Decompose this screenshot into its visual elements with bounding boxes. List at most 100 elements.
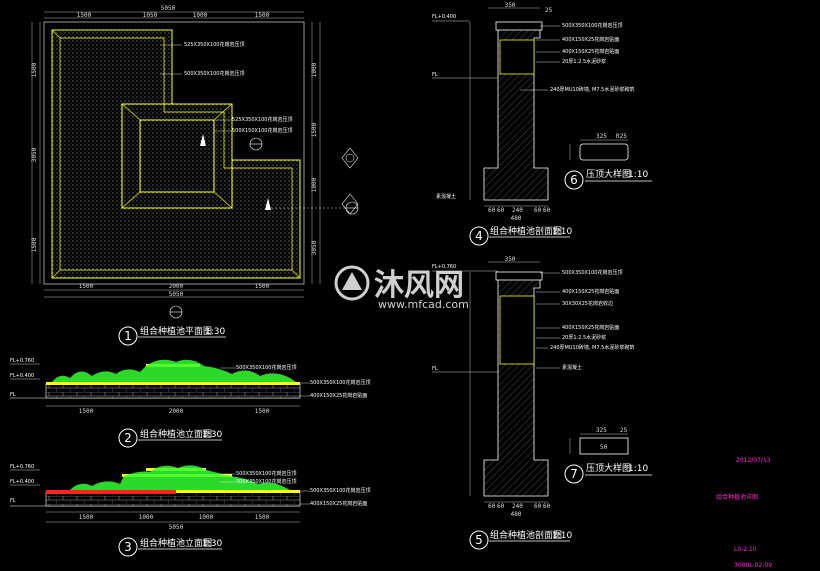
elev2-level-3: FL: [10, 392, 16, 398]
sect5-dim-b2: 60: [497, 503, 505, 510]
detail6-dim-1: 325: [596, 133, 607, 140]
elev3-note-2: 500X350X100花岗岩压顶: [236, 478, 296, 485]
elev3-red-band: [46, 490, 176, 494]
elevation-2: FL+0.760 FL+0.400 FL 1500 2000 1500 500X…: [10, 358, 370, 448]
drawing-name: 组合种植池详图: [716, 493, 758, 501]
sect5-note-3: 30X30X25花岗岩收边: [562, 300, 613, 307]
sect4-coping: [495, 21, 543, 31]
plan-note-1: 525X350X100花岗岩压顶: [184, 41, 244, 48]
detail6-title-circle: [564, 170, 584, 190]
sect5-planter-void: [499, 295, 535, 365]
plan-dim-top-4: 1500: [255, 12, 270, 19]
detail7-title-circle: [564, 464, 584, 484]
sect5-level-fl: FL: [432, 366, 438, 372]
section-5: FL+0.760 FL 350 500X350X100花岗岩压顶 400X150…: [432, 256, 634, 550]
plan-dim-left-1: 1500: [31, 62, 38, 77]
section-4: FL+0.400 FL 350 25 500X350X100花岗岩压顶 400X…: [432, 2, 634, 246]
sect4-title-number: 4: [475, 229, 483, 243]
sect5-title-number: 5: [475, 533, 483, 547]
elev3-plants: [70, 465, 290, 490]
elev3-level-3: FL: [10, 498, 16, 504]
sect5-dim-top-1: 350: [505, 256, 516, 263]
sect4-dim-b4: 60: [534, 207, 542, 214]
plan-note-2: 500X350X100花岗岩压顶: [184, 70, 244, 77]
drawing-code: 3000L-02-09: [734, 562, 772, 569]
elev3-note-3: 500X350X100花岗岩压顶: [310, 487, 370, 494]
plan-outer-frame: [43, 21, 305, 285]
elev3-scale: 1:30: [202, 539, 222, 549]
sect5-note-1: 500X350X100花岗岩压顶: [562, 269, 622, 276]
sect4-note-1: 500X350X100花岗岩压顶: [562, 22, 622, 29]
watermark-text: 沐风网: [374, 268, 464, 303]
sect5-scale: 1:10: [552, 531, 572, 541]
drawing-date: 2012/07/13: [736, 457, 771, 464]
sect4-dim-b5: 60: [543, 207, 551, 214]
sect5-notes: 500X350X100花岗岩压顶 400X150X25花岗岩贴面 30X30X2…: [536, 269, 634, 371]
elev2-note-2: 500X350X100花岗岩压顶: [310, 379, 370, 386]
sect4-title: 组合种植池剖面图: [490, 225, 562, 237]
sect5-dim-b1: 60: [488, 503, 496, 510]
elev2-scale: 1:30: [202, 430, 222, 440]
watermark-url: www.mfcad.com: [378, 298, 469, 311]
sect4-scale: 1:10: [552, 227, 572, 237]
detail6-title-number: 6: [570, 173, 578, 187]
detail7-scale: 1:10: [628, 464, 648, 474]
elev2-dim-1: 1500: [79, 408, 94, 415]
plan-title-number: 1: [124, 329, 132, 343]
sect4-note-2: 400X150X25花岗岩贴面: [562, 36, 619, 43]
sect5-level: FL+0.760: [432, 264, 456, 270]
elevation-3: FL+0.760 FL+0.400 FL 1500 1000 1000 1500…: [10, 464, 370, 557]
elev3-title: 组合种植池立面图: [140, 537, 212, 549]
sect4-dim-b1: 60: [488, 207, 496, 214]
elev3-dim-4: 1500: [255, 514, 270, 521]
elevation-marker-icon: [341, 193, 359, 215]
watermark-logo-icon: [334, 265, 370, 301]
detail7-title-number: 7: [570, 467, 578, 481]
elev3-dim-total: 5050: [169, 524, 184, 531]
plan-dim-top-1: 1500: [77, 12, 92, 19]
sect4-label-left: 素混凝土: [436, 193, 456, 200]
detail6-title: 压顶大样图: [586, 168, 631, 180]
sect4-note-5: 240厚MU10砖墙, M7.5水泥砂浆砌筑: [550, 86, 634, 93]
elevation-marker-icon: [341, 147, 359, 169]
watermark: 沐风网 www.mfcad.com: [334, 265, 469, 311]
elev2-title-circle: [118, 428, 138, 448]
plan-dim-bottom-1: 1500: [79, 283, 94, 290]
plan-dim-top-2: 1050: [143, 12, 158, 19]
section-marker-icon: [265, 198, 359, 215]
elev3-dim-2: 1000: [139, 514, 154, 521]
plan-dim-bottom-2: 2000: [169, 283, 184, 290]
detail-6: 325 R25 6 压顶大样图 1:10: [564, 133, 652, 190]
elevation-marker-icon: [169, 305, 183, 319]
sect4-dim-top-1: 350: [505, 2, 516, 9]
detail7-dim-3: 50: [600, 444, 608, 451]
sect4-notes: 500X350X100花岗岩压顶 400X150X25花岗岩贴面 400X150…: [520, 22, 634, 93]
elev3-level-1: FL+0.760: [10, 464, 34, 470]
elev2-dim-2: 2000: [169, 408, 184, 415]
detail6-scale: 1:10: [628, 170, 648, 180]
plan-dim-top-3: 1000: [193, 12, 208, 19]
sect4-dim-top-2: 25: [545, 7, 553, 14]
plan-view: 5050 1500 1050 1000 1500 1500 2000 1500 …: [31, 5, 359, 346]
plan-dim-right-1: 1000: [311, 62, 318, 77]
sect5-note-6: 240厚MU10砖墙, M7.5水泥砂浆砌筑: [550, 344, 634, 351]
plan-dim-bottom-total: 5050: [169, 291, 184, 298]
plan-dim-left-2: 3050: [31, 147, 38, 162]
detail7-dim-2: 25: [620, 427, 628, 434]
sect5-dim-b4: 60: [534, 503, 542, 510]
sect4-level-fl: FL: [432, 72, 438, 78]
detail6-profile: [579, 143, 629, 161]
plan-raised-inner: [139, 119, 215, 193]
plan-l-bed-inner: [59, 37, 293, 271]
elev3-dim-1: 1500: [79, 514, 94, 521]
elev3-note-1: 500X350X100花岗岩压顶: [236, 470, 296, 477]
sheet-number: L0-2.10: [734, 546, 757, 553]
sect5-coping: [495, 271, 543, 281]
plan-note-3: 525X350X100花岗岩压顶: [232, 116, 292, 123]
sect4-note-3: 400X150X25花岗岩贴面: [562, 48, 619, 55]
sect5-note-5: 20厚1:2.5水泥砂浆: [562, 334, 606, 341]
elev2-level-2: FL+0.400: [10, 373, 34, 379]
elev3-note-4: 400X150X25花岗岩贴面: [310, 500, 367, 507]
sect5-dim-b5: 60: [543, 503, 551, 510]
elev2-title: 组合种植池立面图: [140, 428, 212, 440]
